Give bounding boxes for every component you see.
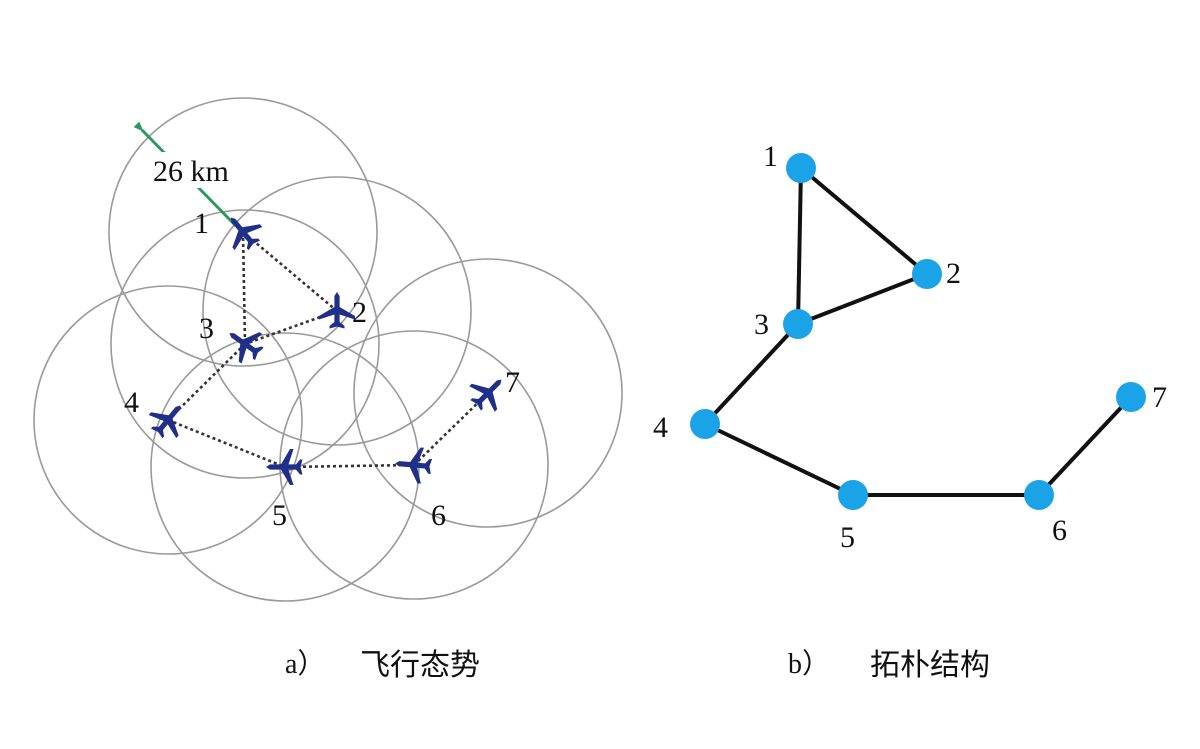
aircraft-label-6: 6 bbox=[431, 499, 446, 532]
range-circles bbox=[33, 97, 623, 602]
link-4-5 bbox=[167, 418, 286, 469]
range-circle-4 bbox=[33, 285, 303, 555]
panel-a-caption-text: 飞行态势 bbox=[360, 648, 480, 683]
range-circle-2 bbox=[202, 176, 472, 446]
aircraft-group bbox=[142, 205, 515, 485]
range-circle-1 bbox=[108, 97, 378, 367]
edge-1-3 bbox=[796, 167, 803, 325]
range-label-backdrop bbox=[150, 152, 250, 188]
panel-b-caption-text: 拓朴结构 bbox=[870, 648, 990, 683]
aircraft-labels: 1 2 3 4 5 6 7 bbox=[124, 207, 520, 532]
link-5-6 bbox=[284, 463, 415, 469]
edge-6-7 bbox=[1037, 395, 1133, 497]
node-6 bbox=[1024, 480, 1054, 510]
aircraft-links bbox=[167, 231, 489, 469]
link-2-3 bbox=[244, 309, 338, 346]
panel-a-flight-situation: 26 km 1 2 3 4 5 6 7 a） 飞行态势 bbox=[33, 97, 623, 683]
node-3 bbox=[783, 309, 813, 339]
node-4 bbox=[690, 409, 720, 439]
node-1 bbox=[786, 153, 816, 183]
edge-3-4 bbox=[703, 322, 800, 426]
link-6-7 bbox=[413, 392, 489, 466]
aircraft-label-4: 4 bbox=[124, 386, 139, 419]
node-label-3: 3 bbox=[754, 308, 769, 341]
edge-4-5 bbox=[704, 422, 854, 497]
topology-nodes bbox=[690, 153, 1146, 510]
node-label-2: 2 bbox=[946, 257, 961, 290]
range-label: 26 km bbox=[153, 155, 229, 188]
node-7 bbox=[1116, 382, 1146, 412]
panel-b-topology: 1 2 3 4 5 6 7 b） 拓朴结构 bbox=[653, 140, 1167, 683]
aircraft-icon-2 bbox=[319, 292, 355, 329]
topology-labels: 1 2 3 4 5 6 7 bbox=[653, 140, 1167, 554]
link-1-2 bbox=[242, 231, 338, 312]
edge-1-2 bbox=[799, 166, 929, 276]
node-label-1: 1 bbox=[763, 140, 778, 173]
panel-a-caption-tag: a） bbox=[285, 648, 325, 680]
range-circle-3 bbox=[110, 209, 380, 479]
node-5 bbox=[838, 480, 868, 510]
link-1-3 bbox=[241, 231, 247, 345]
aircraft-label-1: 1 bbox=[194, 207, 209, 240]
aircraft-label-7: 7 bbox=[505, 366, 520, 399]
range-circle-7 bbox=[353, 258, 623, 528]
node-label-5: 5 bbox=[840, 521, 855, 554]
node-label-7: 7 bbox=[1152, 381, 1167, 414]
aircraft-label-5: 5 bbox=[272, 499, 287, 532]
panel-b-caption-tag: b） bbox=[788, 648, 830, 680]
aircraft-label-3: 3 bbox=[199, 312, 214, 345]
topology-edges bbox=[703, 166, 1133, 497]
link-3-4 bbox=[167, 343, 246, 421]
node-label-6: 6 bbox=[1052, 514, 1067, 547]
edge-2-3 bbox=[797, 272, 928, 326]
node-label-4: 4 bbox=[653, 411, 668, 444]
node-2 bbox=[912, 259, 942, 289]
aircraft-label-2: 2 bbox=[352, 296, 367, 329]
